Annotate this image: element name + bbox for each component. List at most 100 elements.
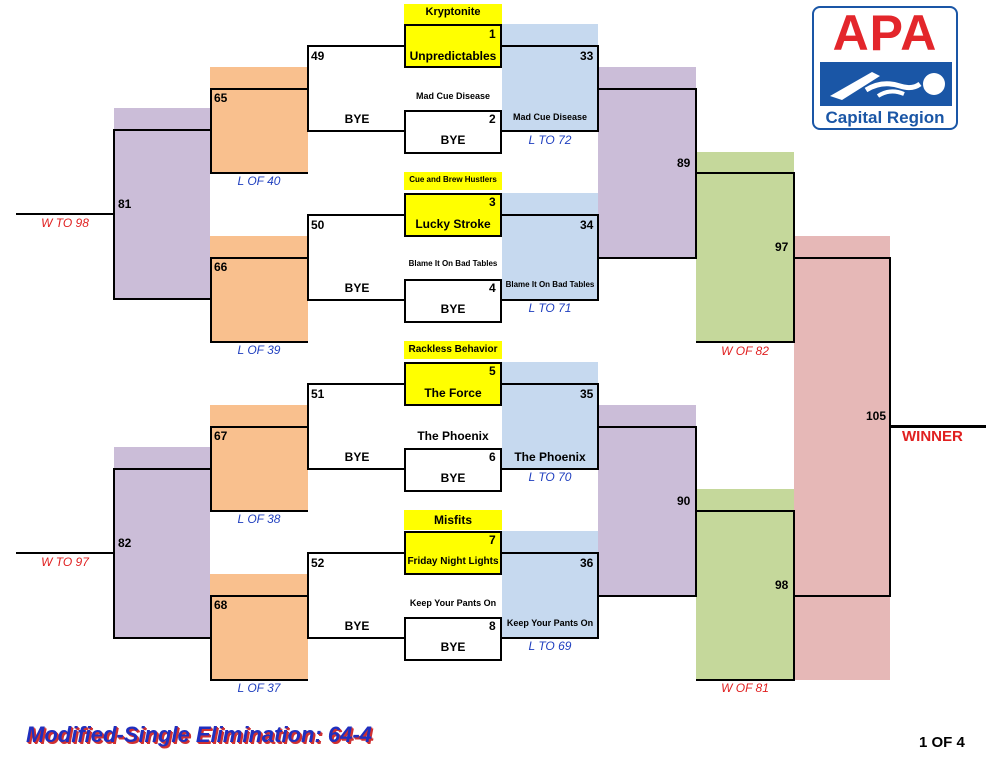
line-51-bottom (308, 468, 405, 470)
shade-match-65 (210, 67, 308, 173)
shade-match-36 (502, 531, 598, 637)
seed-7-header: Misfits (433, 513, 472, 527)
seed-5-team: The Force (424, 386, 482, 400)
match-50-winner: Blame It On Bad Tables (408, 259, 498, 268)
seed-4-box[interactable] (404, 279, 502, 323)
seed-3-team: Lucky Stroke (415, 217, 491, 231)
line-36-top (502, 552, 598, 554)
seed-4-number: 4 (489, 281, 496, 295)
line-81-bottom (114, 298, 210, 300)
line-51-vert (307, 383, 309, 470)
line-98-top (696, 510, 794, 512)
match-97-number: 97 (775, 240, 789, 254)
seed-1-header-bg (404, 4, 502, 24)
line-52-bottom (308, 637, 405, 639)
line-50-bottom (308, 299, 405, 301)
line-89-bottom (598, 257, 696, 259)
shade-match-90 (598, 405, 696, 597)
seed-2-box[interactable] (404, 110, 502, 154)
seed-5-header-bg (404, 341, 502, 359)
line-67-bottom (210, 510, 308, 512)
apa-logo: APA Capital Region (812, 5, 958, 130)
match-82-number: 82 (118, 536, 132, 550)
line-34-bottom (502, 299, 598, 301)
match-33-team: Mad Cue Disease (512, 112, 588, 122)
seed-1-header: Kryptonite (425, 6, 481, 18)
line-97-bottom (696, 341, 794, 343)
line-49-bottom (308, 130, 405, 132)
line-68-bottom (210, 679, 308, 681)
match-36-team: Keep Your Pants On (506, 618, 594, 628)
match-89-number: 89 (677, 156, 691, 170)
match-33-number: 33 (580, 49, 594, 63)
match-49-bye: BYE (344, 112, 370, 126)
seed-8-number: 8 (489, 619, 496, 633)
seed-3-header-bg (404, 172, 502, 190)
footer-title: Modified-Single Elimination: 64-4 (26, 722, 372, 747)
match-35-note: L TO 70 (528, 470, 572, 484)
logo-region: Capital Region (825, 108, 945, 127)
seed-1-team: Unpredictables (409, 49, 497, 63)
line-68-vert (210, 595, 212, 681)
seed-3-box[interactable] (404, 193, 502, 237)
match-52-number: 52 (311, 556, 325, 570)
seed-2-number: 2 (489, 112, 496, 126)
match-50-number: 50 (311, 218, 325, 232)
line-50-top (308, 214, 405, 216)
line-66-top (210, 257, 308, 259)
seed-6-number: 6 (489, 450, 496, 464)
page-indicator: 1 OF 4 (919, 734, 965, 751)
shade-match-33 (502, 24, 598, 130)
line-89-top (598, 88, 696, 90)
match-66-note: L OF 39 (237, 343, 281, 357)
line-82-top (114, 468, 210, 470)
shade-match-67 (210, 405, 308, 511)
shade-match-82 (114, 447, 210, 639)
line-81-vert (113, 129, 115, 300)
seed-3-header: Cue and Brew Hustlers (409, 175, 497, 184)
line-65-vert (210, 88, 212, 174)
seed-5-header: Rackless Behavior (408, 344, 498, 355)
match-50-bye: BYE (344, 281, 370, 295)
shade-match-34 (502, 193, 598, 299)
line-90-bottom (598, 595, 696, 597)
match-33-note: L TO 72 (528, 133, 572, 147)
line-65-bottom (210, 172, 308, 174)
seed-6-team: BYE (440, 471, 466, 485)
line-50-vert (307, 214, 309, 301)
seed-7-team: Friday Night Lights (407, 556, 499, 567)
seed-5-number: 5 (489, 364, 496, 378)
seed-7-box[interactable] (404, 531, 502, 575)
match-68-number: 68 (214, 598, 228, 612)
line-105-bottom (794, 595, 890, 597)
logo-letters: APA (832, 5, 938, 61)
match-65-note: L OF 40 (237, 174, 281, 188)
match-49-number: 49 (311, 49, 325, 63)
line-33-top (502, 45, 598, 47)
match-49-winner: Mad Cue Disease (415, 91, 491, 101)
match-82-note: W TO 97 (41, 555, 89, 569)
shade-match-97 (696, 152, 794, 342)
match-67-number: 67 (214, 429, 228, 443)
seed-6-box[interactable] (404, 448, 502, 492)
match-67-note: L OF 38 (237, 512, 281, 526)
line-49-top (308, 45, 405, 47)
seed-7-header-bg (404, 510, 502, 530)
line-33-bottom (502, 130, 598, 132)
line-67-vert (210, 426, 212, 512)
seed-8-box[interactable] (404, 617, 502, 661)
match-66-number: 66 (214, 260, 228, 274)
line-52-top (308, 552, 405, 554)
match-90-number: 90 (677, 494, 691, 508)
seed-1-box[interactable] (404, 24, 502, 68)
shade-match-89 (598, 67, 696, 259)
match-68-note: L OF 37 (237, 681, 281, 695)
match-34-note: L TO 71 (528, 301, 572, 315)
line-66-vert (210, 257, 212, 343)
match-34-team: Blame It On Bad Tables (505, 280, 595, 289)
match-105-number: 105 (866, 409, 887, 423)
seed-5-box[interactable] (404, 362, 502, 406)
shade-match-66 (210, 236, 308, 342)
line-81-out (16, 213, 114, 215)
